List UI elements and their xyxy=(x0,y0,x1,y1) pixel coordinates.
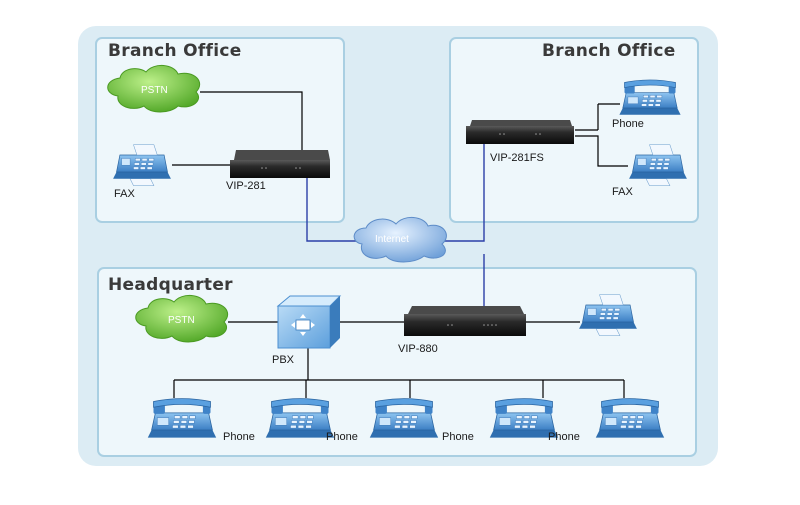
blue-connections xyxy=(306,143,485,306)
phone-hq-4-label: Phone xyxy=(548,431,580,443)
pstn-cloud-hq xyxy=(135,295,229,343)
section-title-branch-left: Branch Office xyxy=(108,41,242,61)
pstn-cloud-branch xyxy=(107,65,201,113)
section-title-branch-right: Branch Office xyxy=(542,41,676,61)
pbx-label: PBX xyxy=(272,354,295,366)
vip281-label: VIP-281 xyxy=(226,180,266,192)
phone-icon xyxy=(618,79,682,116)
phone-icon xyxy=(147,398,217,439)
black-connections xyxy=(172,91,628,398)
phone-icon xyxy=(369,398,439,439)
vip281-device xyxy=(230,150,330,178)
fax-branch-right-label: FAX xyxy=(612,186,633,198)
vip880-device xyxy=(404,306,526,336)
phone-hq-3-label: Phone xyxy=(442,431,474,443)
pstn-branch-label: PSTN xyxy=(141,85,168,96)
vip281fs-label: VIP-281FS xyxy=(490,152,544,164)
pbx-device xyxy=(276,295,342,349)
internet-cloud xyxy=(353,217,447,263)
internet-label: Internet xyxy=(375,234,409,245)
vip281fs-device xyxy=(466,120,574,144)
phone-hq-2-label: Phone xyxy=(326,431,358,443)
pstn-hq-label: PSTN xyxy=(168,315,195,326)
phone-branch-label: Phone xyxy=(612,118,644,130)
phone-icon xyxy=(595,398,665,439)
phone-icon xyxy=(265,398,335,439)
fax-branch-label: FAX xyxy=(114,188,135,200)
section-title-headquarter: Headquarter xyxy=(108,275,233,295)
vip880-label: VIP-880 xyxy=(398,343,438,355)
phone-hq-1-label: Phone xyxy=(223,431,255,443)
